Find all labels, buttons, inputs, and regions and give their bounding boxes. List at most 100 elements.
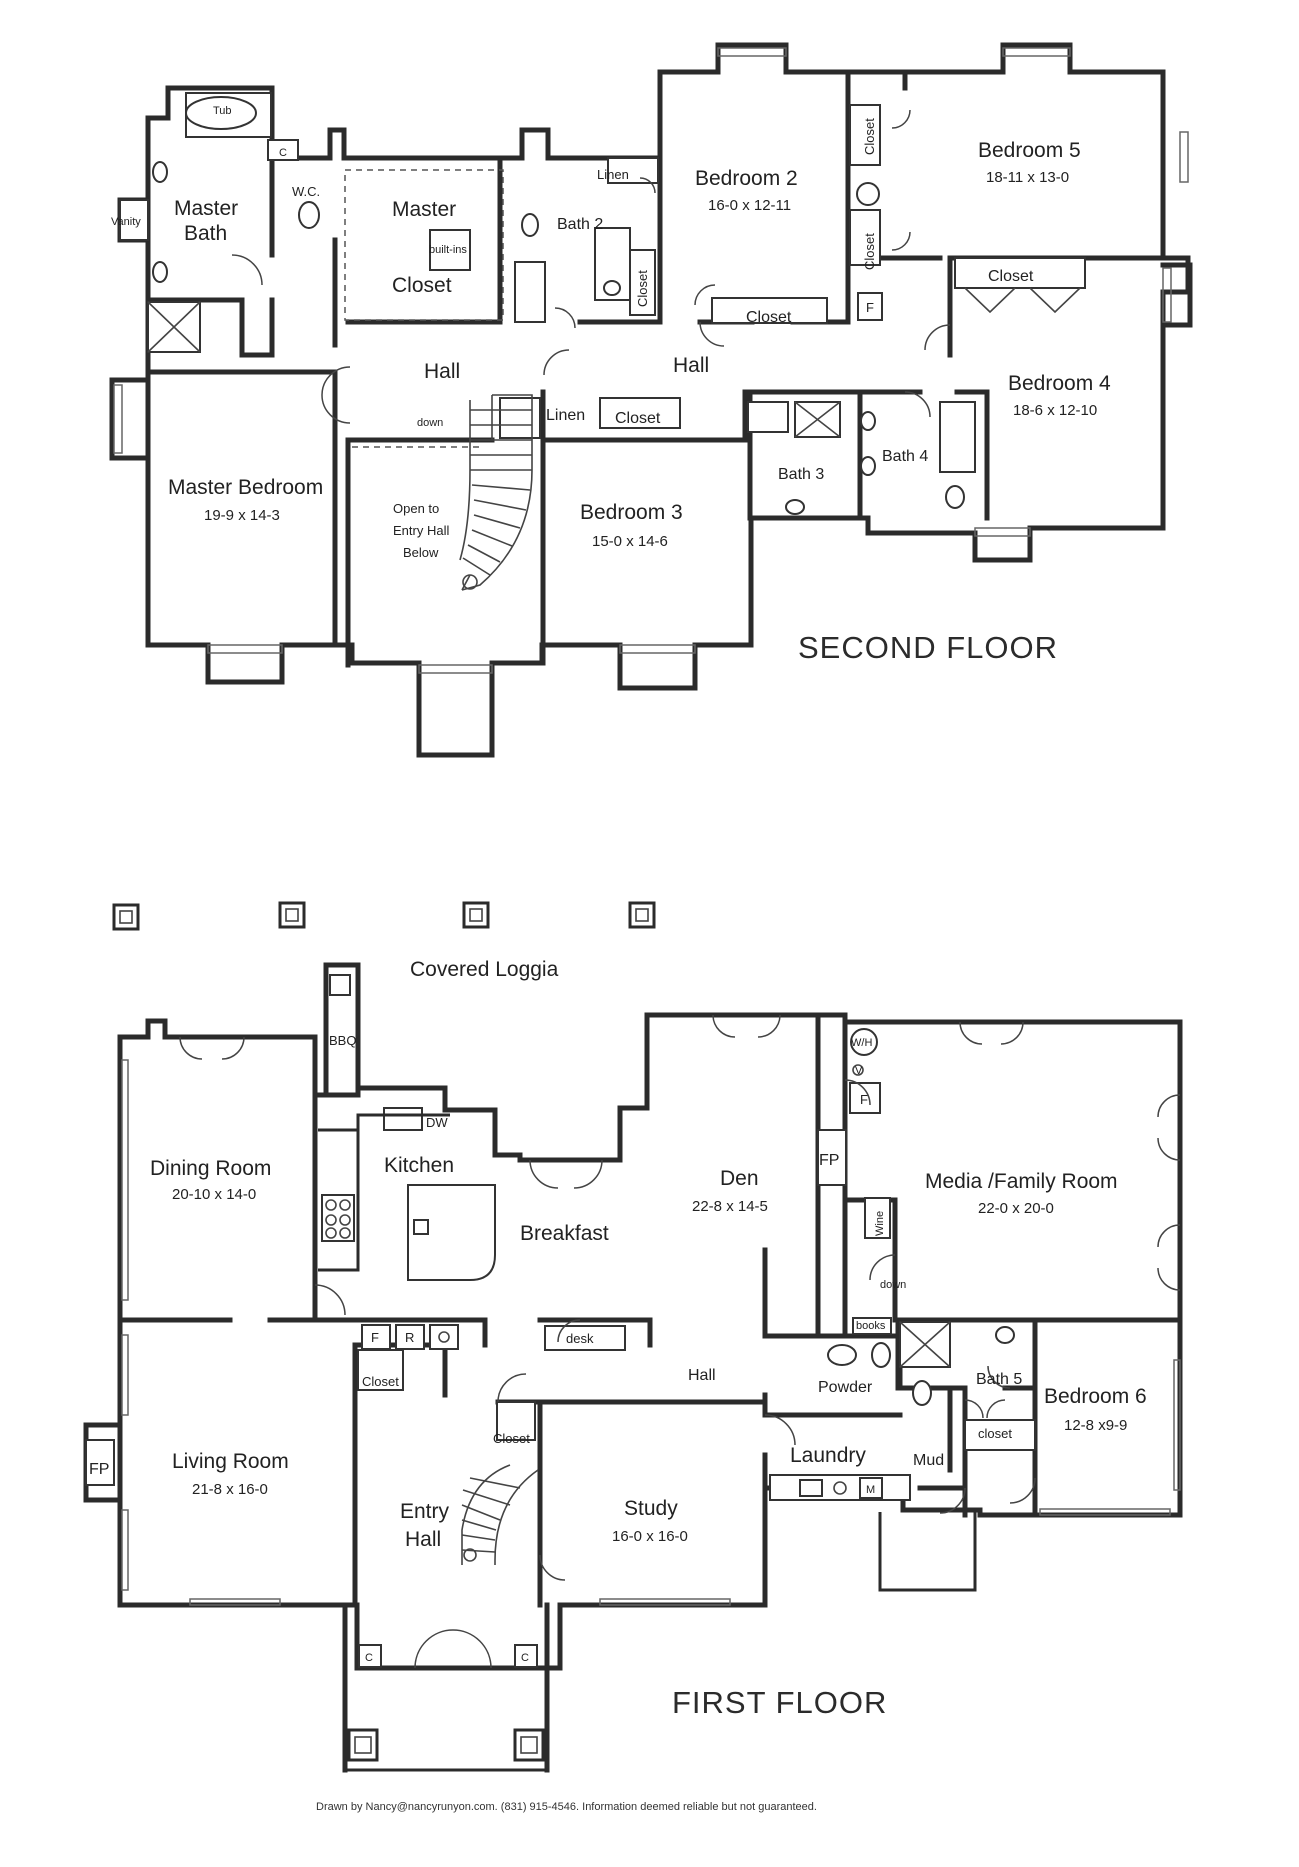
label-closet: Closet [635,270,650,307]
label-bedroom2-dim: 16-0 x 12-11 [708,197,791,214]
label-closet: Closet [362,1374,399,1389]
bath2-closet [629,249,656,316]
water-heater-icon [850,1028,878,1056]
second-floor-plan: Tub C Vanity Master Bath W.C. Master Clo… [109,42,1193,758]
second-floor-labels: Tub C Vanity Master Bath W.C. Master Clo… [111,105,1111,665]
label-bbq: BBQ [329,1033,356,1048]
label-media-dim: 22-0 x 20-0 [978,1200,1054,1217]
label-wh: W/H [851,1037,872,1049]
entry-closet [496,1401,536,1441]
loggia-posts [112,901,656,931]
laundry-sink-icon [799,1479,823,1497]
sink-icon [603,280,621,296]
bedroom2-closet [711,297,828,324]
bedroom4-bay [1160,262,1193,328]
entry-portico-walls [342,1602,550,1773]
first-floor-doors [179,1014,1181,1669]
mud-step [878,1512,977,1592]
label-media-family-room: Media /Family Room [925,1170,1118,1193]
label-dining-room-dim: 20-10 x 14-0 [172,1186,256,1203]
bath4-tub [939,401,976,473]
label-books: books [856,1320,886,1332]
label-down: down [880,1279,906,1291]
second-floor-fixtures [119,92,1086,591]
laundry-counter [769,1474,911,1501]
label-bath5: Bath 5 [976,1371,1022,1388]
hall-closet [357,1349,404,1391]
toilet-icon [298,201,320,229]
label-linen: Linen [546,407,585,424]
label-f: F [866,300,874,315]
label-refrigerator: R [405,1330,414,1345]
label-bedroom3-dim: 15-0 x 14-6 [592,533,668,550]
bath3-toilet [747,401,789,433]
kitchen-counter [318,1128,360,1272]
label-bedroom4-dim: 18-6 x 12-10 [1013,402,1097,419]
label-fp: FP [89,1461,109,1478]
closet-b6-box [964,1419,1036,1451]
label-closet: Closet [862,233,877,270]
label-closet: Closet [746,309,792,326]
label-tub: Tub [213,105,232,117]
label-closet: Closet [493,1431,530,1446]
sink-icon [860,411,876,431]
sink-icon [827,1344,857,1366]
label-f: F [860,1092,868,1107]
wine-cabinet [864,1197,891,1239]
second-floor-title: SECOND FLOOR [798,630,1058,665]
label-fp: FP [819,1152,839,1169]
first-floor-interior-walls [117,1015,1183,1608]
first-floor-plan: Covered Loggia BBQ Dining Room 20-10 x 1… [83,901,1183,1773]
coat-closet-right [514,1644,538,1668]
portico-post-right [513,1728,545,1762]
label-study-dim: 16-0 x 16-0 [612,1528,688,1545]
label-vanity: Vanity [111,216,141,228]
tub-basin [185,96,257,130]
vanity-fixture [119,199,149,241]
footer-credit: Drawn by Nancy@nancyrunyon.com. (831) 91… [316,1801,817,1813]
label-master-bath: Master [174,197,238,220]
label-covered-loggia: Covered Loggia [410,958,559,981]
linen-cabinet [499,397,541,439]
label-master-closet: Master [392,198,456,221]
freezer-box [361,1324,391,1350]
label-open-to: Below [403,545,439,560]
label-bedroom4: Bedroom 4 [1008,372,1111,395]
label-bath4: Bath 4 [882,448,928,465]
label-closet: Closet [988,268,1034,285]
label-laundry: Laundry [790,1444,866,1467]
refrigerator-box [395,1324,425,1350]
f-box [857,292,883,321]
label-hall: Hall [673,354,709,377]
living-fireplace [85,1439,115,1486]
label-dining-room: Dining Room [150,1157,271,1180]
label-open-to: Entry Hall [393,523,449,538]
label-v: V [855,1065,863,1077]
label-down: down [417,417,443,429]
label-c: C [521,1652,529,1664]
label-wine: Wine [874,1211,886,1236]
master-bath-cabinet [267,139,299,161]
label-bedroom6: Bedroom 6 [1044,1385,1147,1408]
water-heater-icon [856,182,880,206]
sink-icon [785,499,805,515]
linen-top-cabinet [607,157,659,184]
den-fireplace [817,1129,847,1186]
bbq-counter [323,962,361,1098]
label-built-ins: built-ins [429,244,467,256]
sink-icon [383,1107,423,1131]
entry-stair-treads [461,1464,539,1565]
island-sink-icon [413,1219,429,1235]
sink-icon [152,261,168,283]
washer-box [859,1477,883,1499]
label-linen: Linen [597,167,629,182]
bedroom4-closet [954,257,1086,289]
sink-icon [995,1326,1015,1344]
label-c: C [365,1652,373,1664]
label-hall: Hall [688,1367,716,1384]
label-mud: Mud [913,1452,944,1469]
label-living-room-dim: 21-8 x 16-0 [192,1481,268,1498]
label-hall: Hall [424,360,460,383]
built-ins-fixture [429,229,471,271]
